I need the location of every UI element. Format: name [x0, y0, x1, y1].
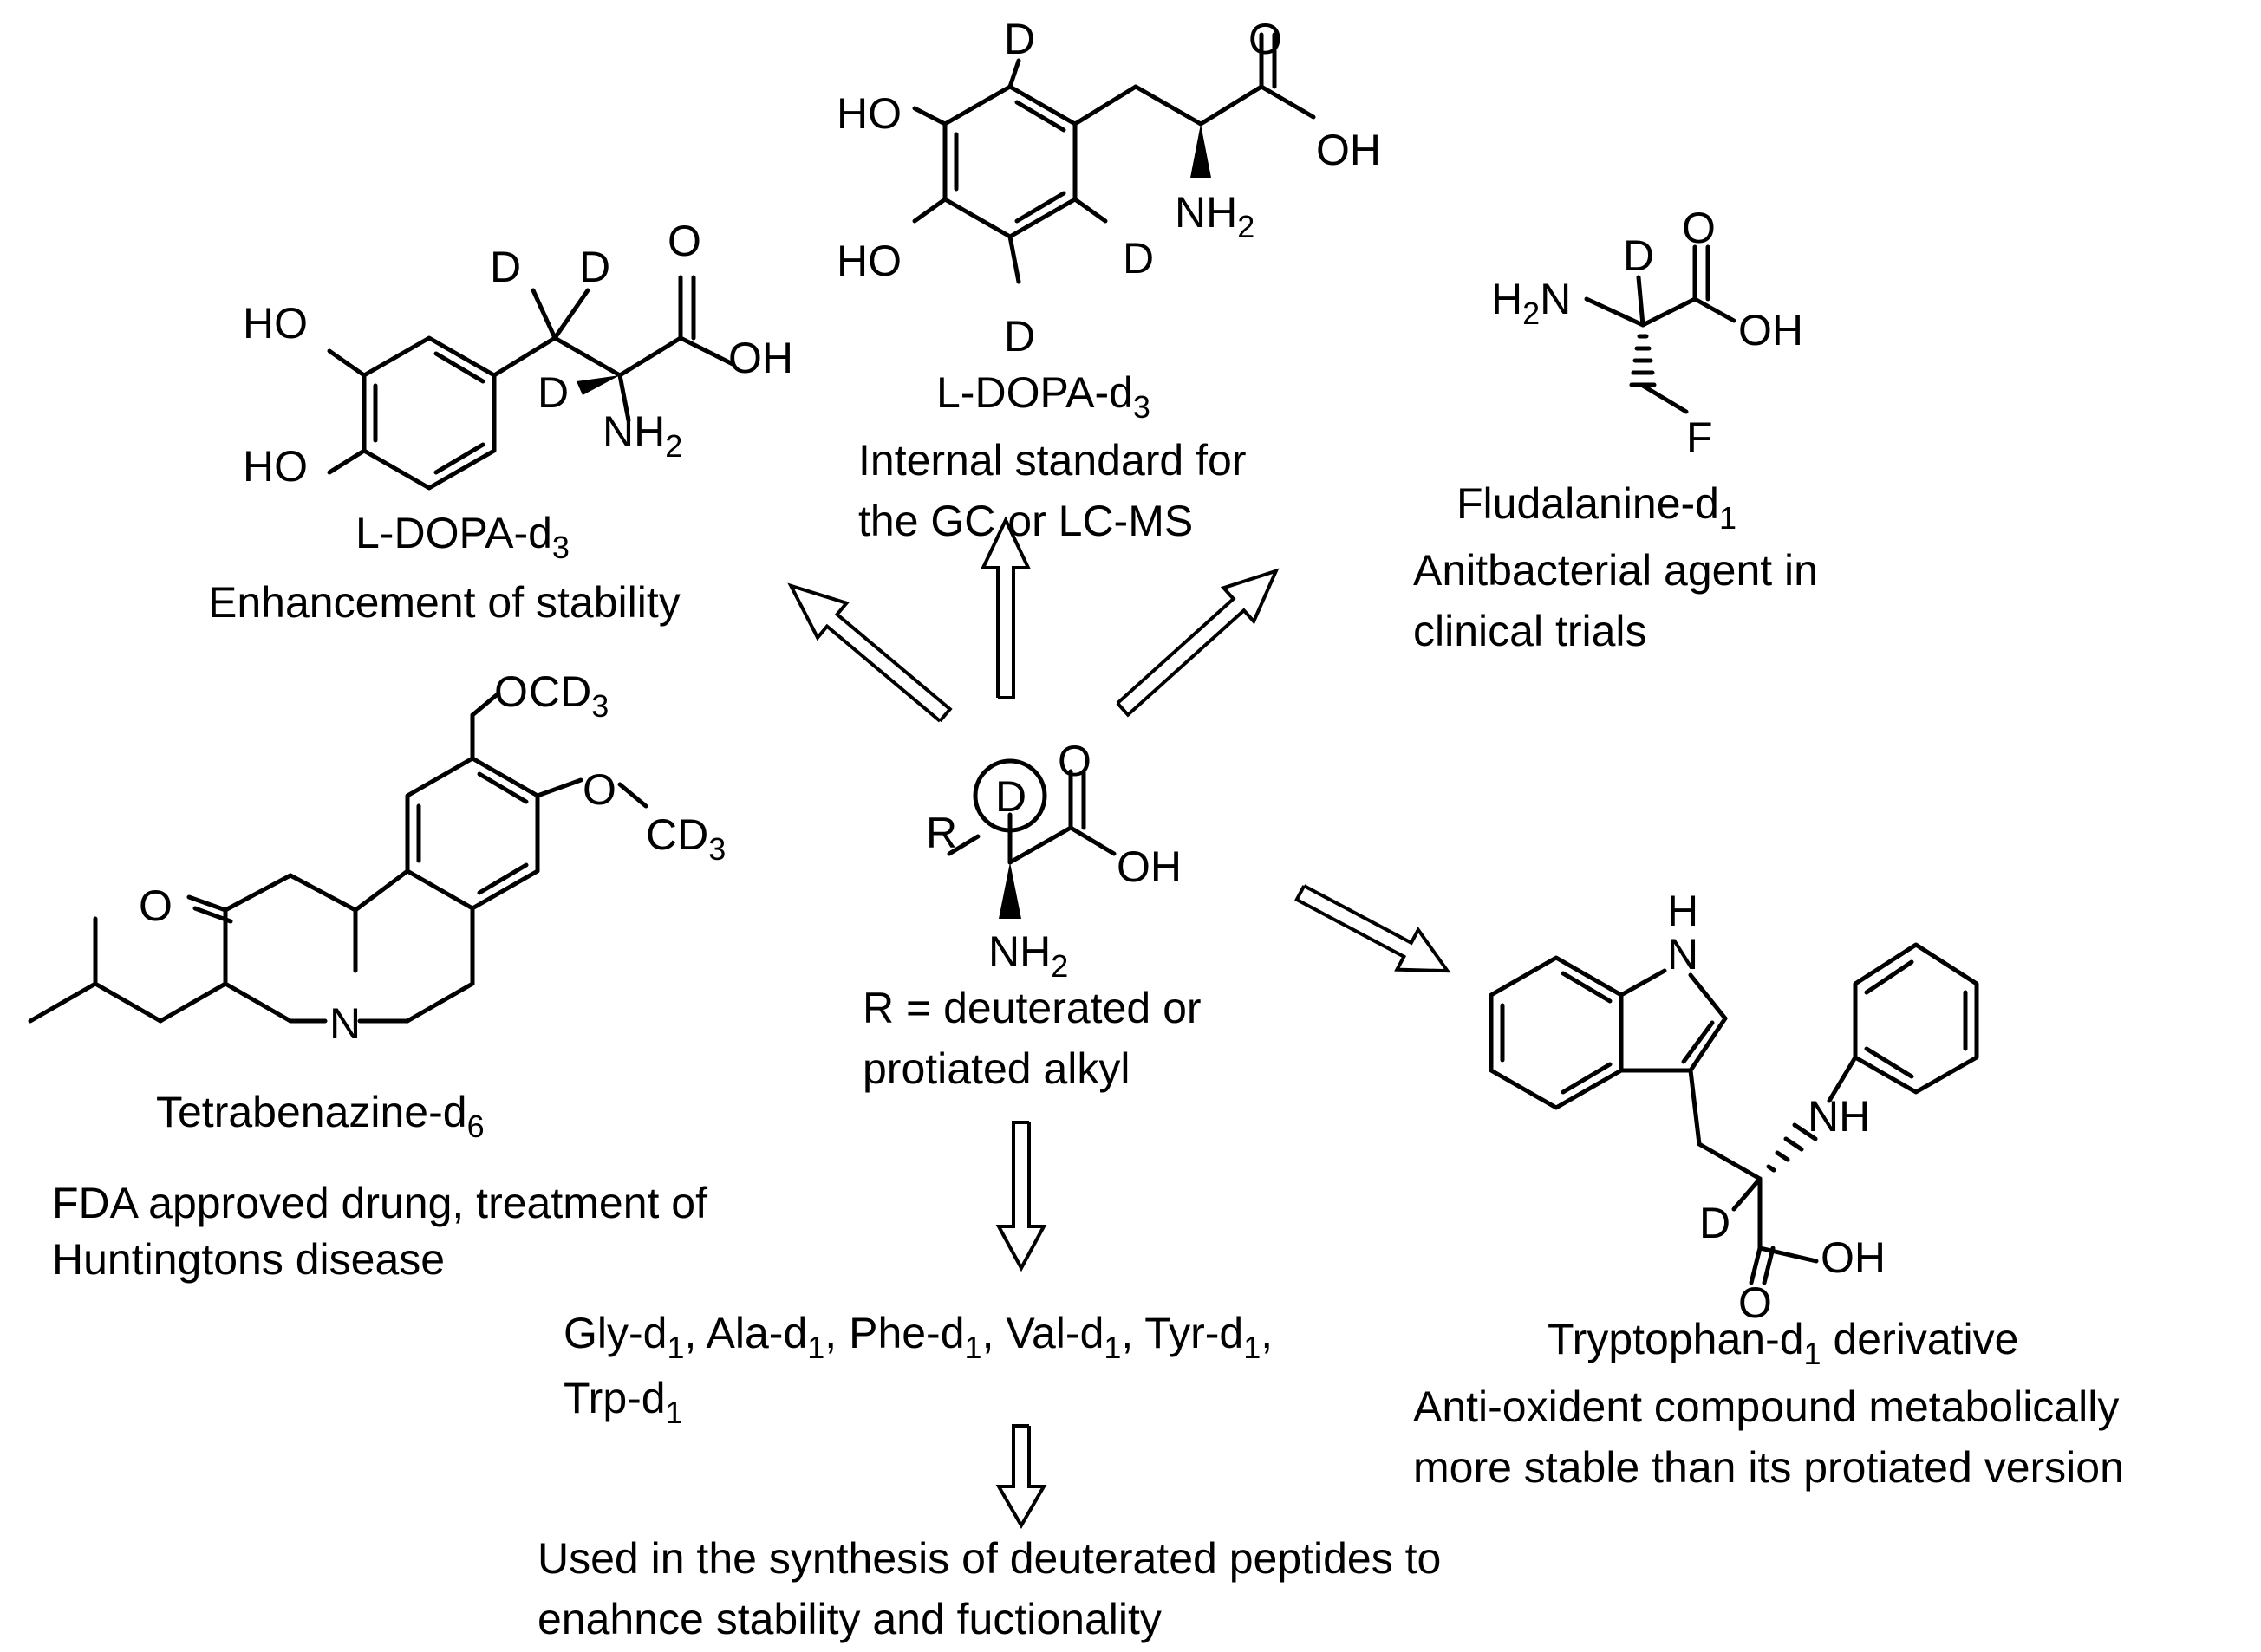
- tetrabenazine-description-line1: FDA approved drung, treatment of: [52, 1179, 707, 1227]
- central-caption-line2: protiated alkyl: [863, 1044, 1130, 1093]
- ldopa-top-nh2: NH2: [1175, 188, 1254, 244]
- arrow-to-amino-list: [995, 1121, 1047, 1272]
- fludalanine-o: O: [1682, 204, 1716, 252]
- ldopa-top-d3: D: [1004, 312, 1035, 361]
- fludalanine-oh: OH: [1738, 306, 1803, 354]
- ldopa-top-ho-bottom: HO: [837, 237, 902, 285]
- ldopa-left-description: Enhancement of stability: [208, 578, 681, 627]
- fludalanine-d1: H2N D O OH F Fludalanine-d1 Anitbacteria…: [1413, 204, 1818, 655]
- deuterated-amino-acid-list: Gly-d1, Ala-d1, Phe-d1, Val-d1, Tyr-d1, …: [564, 1309, 1273, 1430]
- ldopa-top-name: L-DOPA-d3: [936, 368, 1150, 425]
- amino-list-line2: Trp-d1: [564, 1374, 683, 1430]
- tryptophan-o: O: [1738, 1278, 1772, 1327]
- tryptophan-indole-h: H: [1667, 887, 1698, 935]
- central-o-label: O: [1058, 737, 1091, 785]
- ldopa-top-description-line1: Internal standard for: [858, 436, 1247, 485]
- tetrabenazine-description-line2: Huntingtons disease: [52, 1235, 445, 1284]
- arrow-to-ldopa-left: [787, 582, 953, 723]
- amino-list-line1: Gly-d1, Ala-d1, Phe-d1, Val-d1, Tyr-d1,: [564, 1309, 1273, 1365]
- ldopa-left-o: O: [668, 217, 701, 265]
- tetrabenazine-ketone-o: O: [139, 881, 173, 930]
- ldopa-left-nh2: NH2: [603, 407, 682, 464]
- central-oh-label: OH: [1117, 842, 1182, 891]
- fludalanine-hashed-bond: [1629, 334, 1657, 387]
- ldopa-left-ho-top: HO: [243, 299, 308, 348]
- ldopa-left-d1: D: [490, 243, 521, 291]
- ldopa-left-d3: D: [538, 368, 569, 417]
- ldopa-left-oh: OH: [728, 334, 793, 382]
- ldopa-d3-left: HO HO D D D O OH NH2 L-DOPA-d3 Enhanceme…: [208, 217, 793, 627]
- peptides-line1: Used in the synthesis of deuterated pept…: [538, 1534, 1441, 1583]
- ldopa-top-d2: D: [1123, 234, 1154, 283]
- tryptophan-d: D: [1699, 1199, 1730, 1247]
- tetrabenazine-cd3-2: CD3: [646, 810, 726, 867]
- arrow-to-fludalanine: [1116, 568, 1280, 718]
- ldopa-top-d1: D: [1004, 15, 1035, 63]
- ldopa-top-ho-top: HO: [837, 89, 902, 138]
- central-r-label: R: [926, 809, 957, 857]
- tryptophan-hashed-bond: [1766, 1122, 1818, 1173]
- tryptophan-oh: OH: [1821, 1233, 1886, 1282]
- tetrabenazine-o2: O: [583, 765, 616, 814]
- ldopa-top-o: O: [1248, 15, 1282, 63]
- ldopa-left-ho-bottom: HO: [243, 442, 308, 491]
- fludalanine-description-line1: Anitbacterial agent in: [1413, 546, 1818, 595]
- tryptophan-nh: NH: [1808, 1092, 1870, 1141]
- central-caption-line1: R = deuterated or: [863, 984, 1202, 1032]
- central-d-label: D: [995, 772, 1026, 821]
- tryptophan-description-line2: more stable than its protiated version: [1413, 1443, 2124, 1492]
- ldopa-left-d2: D: [579, 243, 610, 291]
- tetrabenazine-o1: O: [494, 667, 528, 716]
- tryptophan-description-line1: Anti-oxident compound metabolically: [1413, 1382, 2119, 1431]
- fludalanine-h2n: H2N: [1491, 275, 1571, 331]
- arrow-to-peptides: [995, 1424, 1047, 1529]
- arrow-to-ldopa-top: [980, 516, 1032, 699]
- ldopa-d3-top: HO HO D D D O OH NH2 L-DOPA-d3 Internal …: [837, 15, 1381, 545]
- tryptophan-indole-n: N: [1667, 930, 1698, 979]
- tetrabenazine-d6: O CD3 O CD3 O N Tetrabenazine-d6 FDA app…: [28, 667, 726, 1284]
- ldopa-top-oh: OH: [1316, 126, 1381, 174]
- ldopa-left-name: L-DOPA-d3: [355, 509, 570, 565]
- tryptophan-name: Tryptophan-d1 derivative: [1548, 1315, 2018, 1371]
- arrow-to-tryptophan: [1294, 884, 1451, 973]
- tetrabenazine-n: N: [329, 999, 361, 1048]
- tetrabenazine-cd3-1: CD3: [529, 667, 609, 724]
- peptides-line2: enahnce stability and fuctionality: [538, 1595, 1162, 1643]
- peptide-synthesis-note: Used in the synthesis of deuterated pept…: [538, 1534, 1441, 1643]
- fludalanine-name: Fludalanine-d1: [1456, 479, 1736, 536]
- tryptophan-d1-derivative: N H NH D O OH Tryptophan-d1 derivative A…: [1413, 887, 2124, 1492]
- central-nh2-label: NH2: [988, 927, 1068, 984]
- tetrabenazine-name: Tetrabenazine-d6: [156, 1088, 485, 1144]
- arrows: [787, 516, 1451, 1529]
- central-deuterated-amino-acid: D R O OH NH2 R = deuterated or protiated…: [863, 737, 1202, 1093]
- ldopa-top-description-line2: the GC or LC-MS: [858, 497, 1193, 545]
- fludalanine-d: D: [1623, 231, 1654, 280]
- fludalanine-description-line2: clinical trials: [1413, 607, 1647, 655]
- fludalanine-f: F: [1686, 413, 1713, 462]
